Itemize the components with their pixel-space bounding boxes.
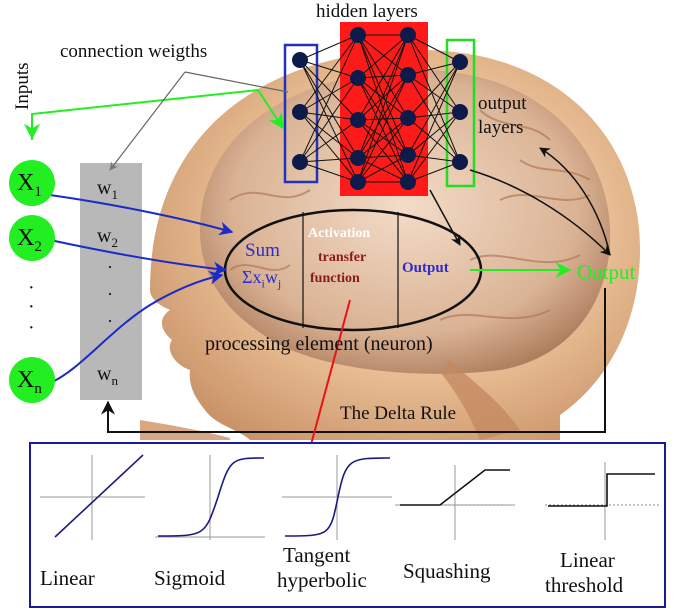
output-label: Output bbox=[577, 260, 636, 284]
hidden-node bbox=[350, 174, 366, 190]
input-arrows bbox=[49, 194, 234, 384]
activation-label: Activation bbox=[308, 226, 371, 241]
tanh-function-graph bbox=[282, 455, 392, 540]
weights-column bbox=[80, 163, 142, 400]
hidden-layers-label: hidden layers bbox=[316, 1, 418, 22]
weight-label-w2: w2 bbox=[97, 225, 118, 250]
hidden-node bbox=[350, 112, 366, 128]
input-node-x1 bbox=[9, 160, 55, 206]
input-layer-node bbox=[292, 52, 308, 68]
function-name-tanh-line1: Tangent bbox=[283, 543, 351, 567]
input-ellipsis: · bbox=[28, 296, 35, 318]
activation-functions-panel bbox=[29, 442, 666, 608]
head-illustration bbox=[140, 50, 640, 440]
inputs-label: Inputs bbox=[12, 62, 33, 111]
network-connections bbox=[299, 34, 461, 183]
output-layers-label-line1: output bbox=[478, 93, 527, 114]
processing-element-label: processing element (neuron) bbox=[205, 333, 433, 355]
sigmoid-function-graph bbox=[155, 455, 265, 540]
connection-weights-label: connection weigths bbox=[60, 41, 208, 62]
function-name-sigmoid: Sigmoid bbox=[154, 566, 226, 590]
weight-ellipsis: · bbox=[107, 311, 113, 331]
function-name-linear-threshold-line2: threshold bbox=[545, 573, 624, 597]
hidden-node bbox=[350, 70, 366, 86]
hidden-node bbox=[400, 110, 416, 126]
weights-pointer bbox=[109, 71, 289, 171]
weight-label-wn: wn bbox=[97, 363, 118, 388]
hidden-node bbox=[350, 27, 366, 43]
neuron-output-label: Output bbox=[402, 260, 449, 276]
input-ellipsis: · bbox=[28, 317, 35, 339]
input-layer-box bbox=[283, 43, 319, 184]
function-label: function bbox=[310, 271, 360, 286]
hidden-node bbox=[400, 147, 416, 163]
function-name-linear-threshold-line1: Linear bbox=[560, 548, 615, 572]
function-name-squashing: Squashing bbox=[403, 559, 491, 583]
input-label-x2: X2 bbox=[17, 225, 42, 255]
neuron-sum-formula: Σxiwj bbox=[242, 267, 282, 291]
input-label-x1: X1 bbox=[17, 170, 42, 200]
linear-threshold-function-graph bbox=[545, 462, 660, 540]
network-nodes bbox=[292, 27, 468, 190]
input-ellipsis: · bbox=[28, 277, 35, 299]
network-output-arrows bbox=[429, 147, 611, 256]
linear-function-graph bbox=[40, 454, 145, 540]
output-layers-label-line2: layers bbox=[478, 117, 524, 138]
output-layer-node bbox=[452, 54, 468, 70]
weight-ellipsis: · bbox=[107, 257, 113, 277]
function-name-tanh-line2: hyperbolic bbox=[277, 568, 367, 592]
transfer-label: transfer bbox=[318, 250, 367, 265]
squashing-function-graph bbox=[395, 465, 515, 540]
input-layer-node bbox=[292, 154, 308, 170]
hidden-node bbox=[400, 27, 416, 43]
weight-ellipsis: · bbox=[107, 284, 113, 304]
output-layer-node bbox=[452, 154, 468, 170]
input-label-xn: Xn bbox=[17, 367, 42, 397]
neuron-sum-label: Sum bbox=[245, 240, 280, 261]
hidden-node bbox=[350, 150, 366, 166]
hidden-layers-box bbox=[340, 22, 428, 196]
input-layer-node bbox=[292, 104, 308, 120]
weight-label-w1: w1 bbox=[97, 177, 118, 202]
hidden-node bbox=[400, 174, 416, 190]
output-layer-node bbox=[452, 104, 468, 120]
delta-rule-feedback bbox=[101, 288, 606, 433]
delta-rule-label: The Delta Rule bbox=[340, 403, 457, 424]
function-name-linear: Linear bbox=[40, 566, 95, 590]
hidden-node bbox=[400, 67, 416, 83]
input-node-x2 bbox=[9, 215, 55, 261]
input-nodes bbox=[9, 160, 55, 403]
brain-folds bbox=[229, 109, 591, 321]
input-node-xn bbox=[9, 357, 55, 403]
